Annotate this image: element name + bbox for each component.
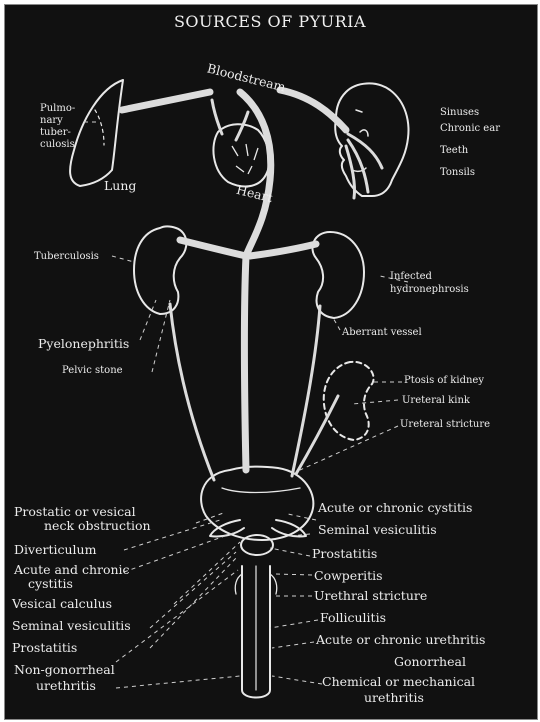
left-ureter	[292, 306, 320, 476]
label-prostatic-obstruction-2: neck obstruction	[44, 520, 151, 533]
label-tuberculosis: Tuberculosis	[34, 252, 99, 262]
prostate-shape	[241, 535, 273, 555]
label-acute-chronic-cystitis-1: Acute and chronic	[14, 564, 130, 577]
label-sinuses: Sinuses	[440, 108, 479, 118]
label-non-gonorrheal-2: urethritis	[36, 680, 96, 693]
label-chronic-ear: Chronic ear	[440, 124, 500, 134]
label-prostatitis-left: Prostatitis	[12, 642, 77, 655]
label-folliculitis: Folliculitis	[320, 612, 386, 625]
ptosed-kidney-outline	[324, 362, 374, 440]
label-pulmonary-4: culosis	[40, 140, 75, 150]
label-hydronephrosis: hydronephrosis	[390, 285, 469, 295]
right-ureter	[170, 304, 214, 480]
label-pyelonephritis: Pyelonephritis	[38, 338, 129, 351]
label-pulmonary-2: nary	[40, 116, 63, 126]
label-ptosis: Ptosis of kidney	[404, 376, 484, 386]
diagram-title: SOURCES OF PYURIA	[0, 12, 540, 31]
label-chemical-mechanical-1: Chemical or mechanical	[322, 676, 475, 689]
label-seminal-vesiculitis-left: Seminal vesiculitis	[12, 620, 131, 633]
bloodstream-path-aorta	[245, 256, 247, 470]
label-acute-chronic-cystitis-right: Acute or chronic cystitis	[318, 502, 472, 515]
seminal-vesicle-left	[210, 520, 244, 537]
label-chemical-mechanical-2: urethritis	[364, 692, 424, 705]
label-pelvic-stone: Pelvic stone	[62, 366, 123, 376]
label-ureteral-kink: Ureteral kink	[402, 396, 470, 406]
label-prostatitis-right: Prostatitis	[312, 548, 377, 561]
label-diverticulum: Diverticulum	[14, 544, 96, 557]
label-urethral-stricture: Urethral stricture	[314, 590, 427, 603]
label-acute-chronic-urethritis: Acute or chronic urethritis	[316, 634, 485, 647]
label-pulmonary-3: tuber-	[40, 128, 71, 138]
label-lung: Lung	[104, 180, 136, 193]
label-seminal-vesiculitis-right: Seminal vesiculitis	[318, 524, 437, 537]
label-teeth: Teeth	[440, 146, 468, 156]
label-vesical-calculus: Vesical calculus	[12, 598, 112, 611]
head-outline	[335, 83, 408, 196]
lung-outline	[70, 80, 123, 186]
label-cowperitis: Cowperitis	[314, 570, 383, 583]
label-infected: Infected	[390, 272, 432, 282]
bloodstream-path-left-kidney	[250, 244, 316, 256]
label-acute-chronic-cystitis-2: cystitis	[28, 578, 73, 591]
label-aberrant-vessel: Aberrant vessel	[342, 328, 422, 338]
bloodstream-path-lung	[122, 92, 210, 110]
label-tonsils: Tonsils	[440, 168, 475, 178]
label-ureteral-stricture: Ureteral stricture	[400, 420, 490, 430]
label-non-gonorrheal-1: Non-gonorrheal	[14, 664, 115, 677]
label-gonorrheal: Gonorrheal	[394, 656, 466, 669]
bloodstream-path-right-kidney	[180, 240, 246, 256]
label-prostatic-obstruction-1: Prostatic or vesical	[14, 506, 136, 519]
label-pulmonary-1: Pulmo-	[40, 104, 75, 114]
